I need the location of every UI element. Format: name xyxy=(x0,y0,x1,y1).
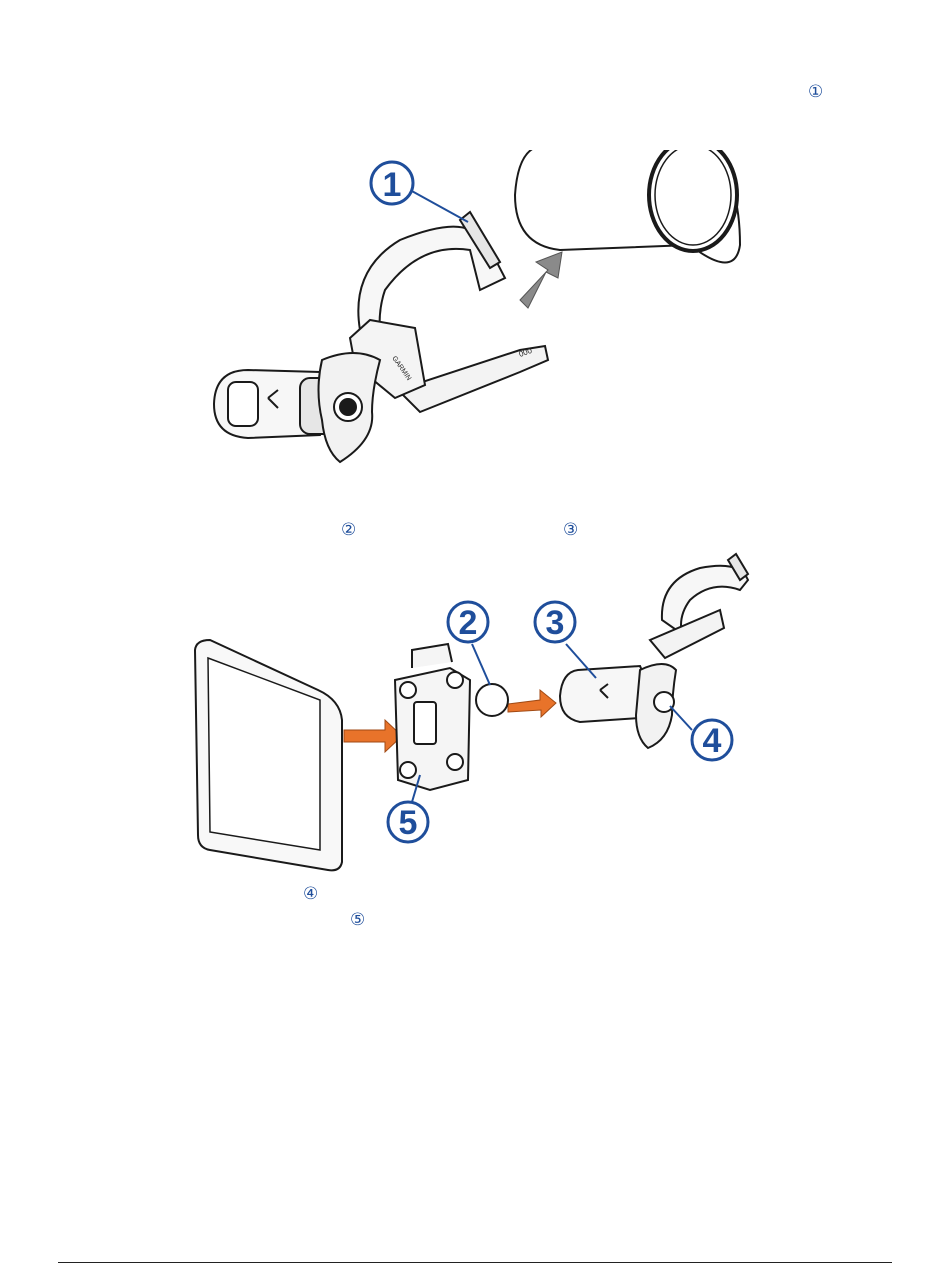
callout-2-label: 2 xyxy=(459,604,478,642)
figure-device-assembly: 2 3 4 5 xyxy=(0,550,950,890)
callout-5-label: 5 xyxy=(399,804,418,842)
clamp-arm xyxy=(214,353,380,462)
mounting-plate xyxy=(395,644,508,790)
device-illustration xyxy=(195,640,342,870)
callout-3: 3 xyxy=(535,602,596,678)
callout-ref-5: ⑤ xyxy=(350,912,365,929)
callout-1: 1 xyxy=(371,162,468,222)
callout-1-label: 1 xyxy=(383,166,402,204)
callout-3-label: 3 xyxy=(546,604,565,642)
arrow-orange-right-icon xyxy=(508,690,556,717)
tube-illustration xyxy=(515,150,740,263)
callout-4: 4 xyxy=(670,706,732,760)
arrow-orange-left-icon xyxy=(344,720,402,752)
arm-and-clamp xyxy=(560,554,748,748)
footer-divider xyxy=(58,1262,892,1263)
arrow-gray-icon xyxy=(520,252,562,308)
callout-4-label: 4 xyxy=(703,722,722,760)
callout-ref-1: ① xyxy=(808,84,823,101)
